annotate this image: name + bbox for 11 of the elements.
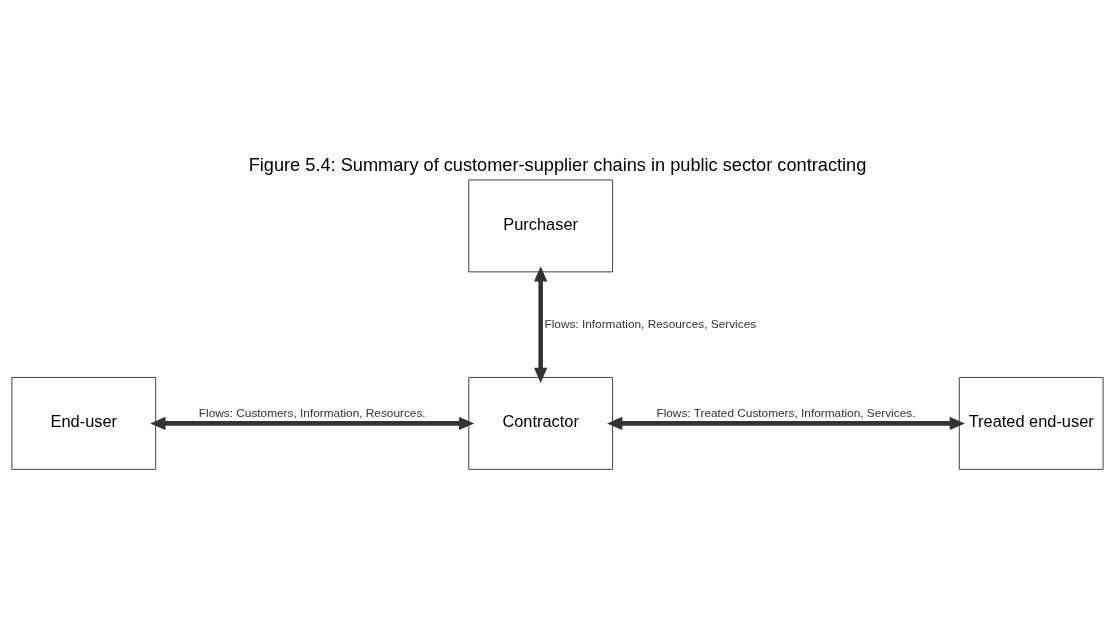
arrow	[150, 416, 475, 430]
node-box: Purchaser	[468, 179, 613, 272]
node-box: End-user	[11, 376, 157, 470]
edge-label: Flows: Customers, Information, Resources.	[198, 405, 426, 420]
arrow	[607, 416, 965, 430]
edge-label: Flows: Information, Resources, Services	[544, 316, 757, 331]
node-box: Treated end-user	[958, 376, 1104, 470]
arrow	[534, 265, 548, 383]
edge-label: Flows: Treated Customers, Information, Services.	[656, 405, 916, 420]
node-box: Contractor	[468, 376, 613, 470]
diagram-title: Figure 5.4: Summary of customer-supplier chains in public sector contracting	[248, 154, 867, 175]
